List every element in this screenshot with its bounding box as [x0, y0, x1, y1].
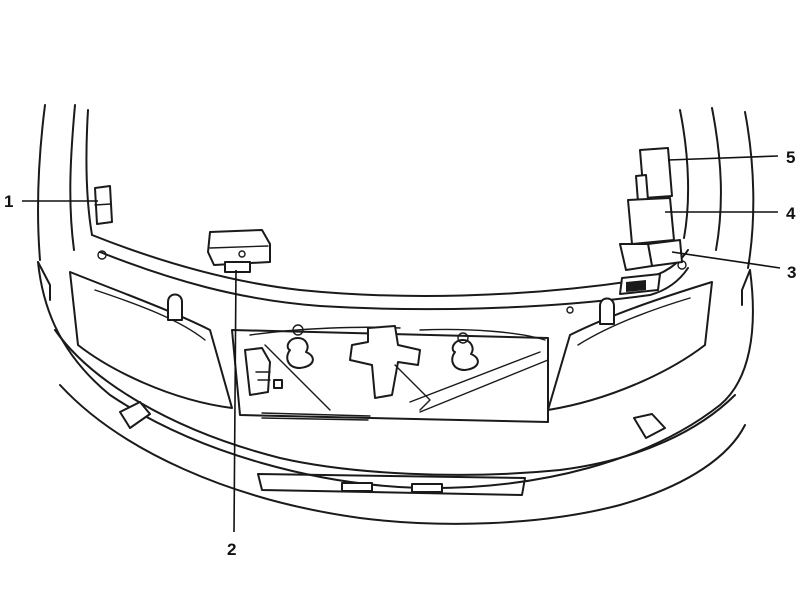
- callout-3-label: 3: [787, 263, 796, 282]
- front-bumper: [37, 261, 754, 525]
- leader-3: [671, 251, 781, 269]
- component-2-module: [207, 229, 271, 273]
- right-headlight: [547, 281, 713, 411]
- leader-2: [233, 269, 237, 533]
- left-headlight: [69, 271, 233, 409]
- callout-leaders: [22, 155, 781, 533]
- component-1-module: [94, 185, 113, 225]
- callout-4-label: 4: [786, 204, 796, 223]
- hood-outline: [36, 104, 755, 269]
- fuse-box-stack: [619, 147, 683, 295]
- callout-5-label: 5: [786, 148, 795, 167]
- leader-5: [667, 155, 779, 161]
- callout-1-label: 1: [4, 192, 13, 211]
- engine-bay: [231, 324, 549, 423]
- callout-2-label: 2: [227, 540, 236, 559]
- component-4-box: [627, 197, 675, 245]
